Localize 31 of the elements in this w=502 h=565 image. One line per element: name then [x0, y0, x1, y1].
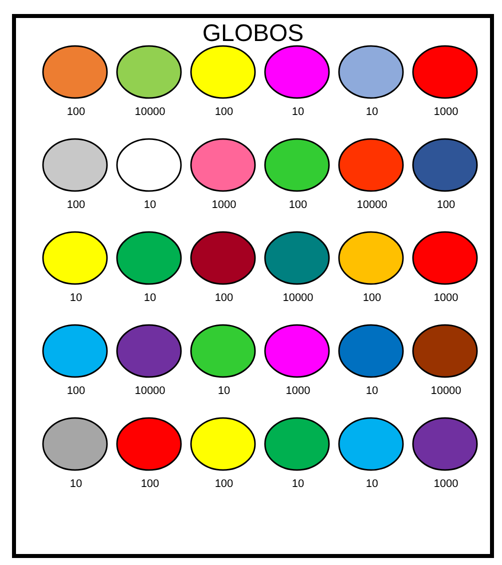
quantity-label: 100 — [214, 478, 234, 490]
title: GLOBOS — [201, 20, 305, 48]
quantity-label: 100 — [66, 199, 86, 211]
quantity-label: 10 — [364, 478, 380, 490]
quantity-label: 10000 — [356, 199, 388, 211]
quantity-label: 1000 — [210, 199, 238, 211]
quantity-label: 10 — [216, 385, 232, 397]
quantity-label: 1000 — [432, 478, 460, 490]
quantity-label: 10000 — [134, 385, 166, 397]
quantity-label: 10 — [290, 478, 306, 490]
quantity-label: 10000 — [282, 292, 314, 304]
quantity-label: 100 — [436, 199, 456, 211]
quantity-label: 100 — [66, 106, 86, 118]
quantity-label: 100 — [214, 292, 234, 304]
quantity-label: 10 — [290, 106, 306, 118]
quantity-label: 10000 — [134, 106, 166, 118]
quantity-label: 10 — [68, 292, 84, 304]
quantity-label: 100 — [214, 106, 234, 118]
quantity-label: 1000 — [432, 292, 460, 304]
quantity-label: 100 — [362, 292, 382, 304]
quantity-label: 10 — [142, 292, 158, 304]
quantity-label: 100 — [66, 385, 86, 397]
quantity-label: 1000 — [432, 106, 460, 118]
quantity-label: 10 — [364, 106, 380, 118]
quantity-label: 10 — [364, 385, 380, 397]
quantity-label: 10000 — [430, 385, 462, 397]
quantity-label: 100 — [140, 478, 160, 490]
quantity-label: 10 — [142, 199, 158, 211]
quantity-label: 1000 — [284, 385, 312, 397]
quantity-label: 100 — [288, 199, 308, 211]
quantity-label: 10 — [68, 478, 84, 490]
